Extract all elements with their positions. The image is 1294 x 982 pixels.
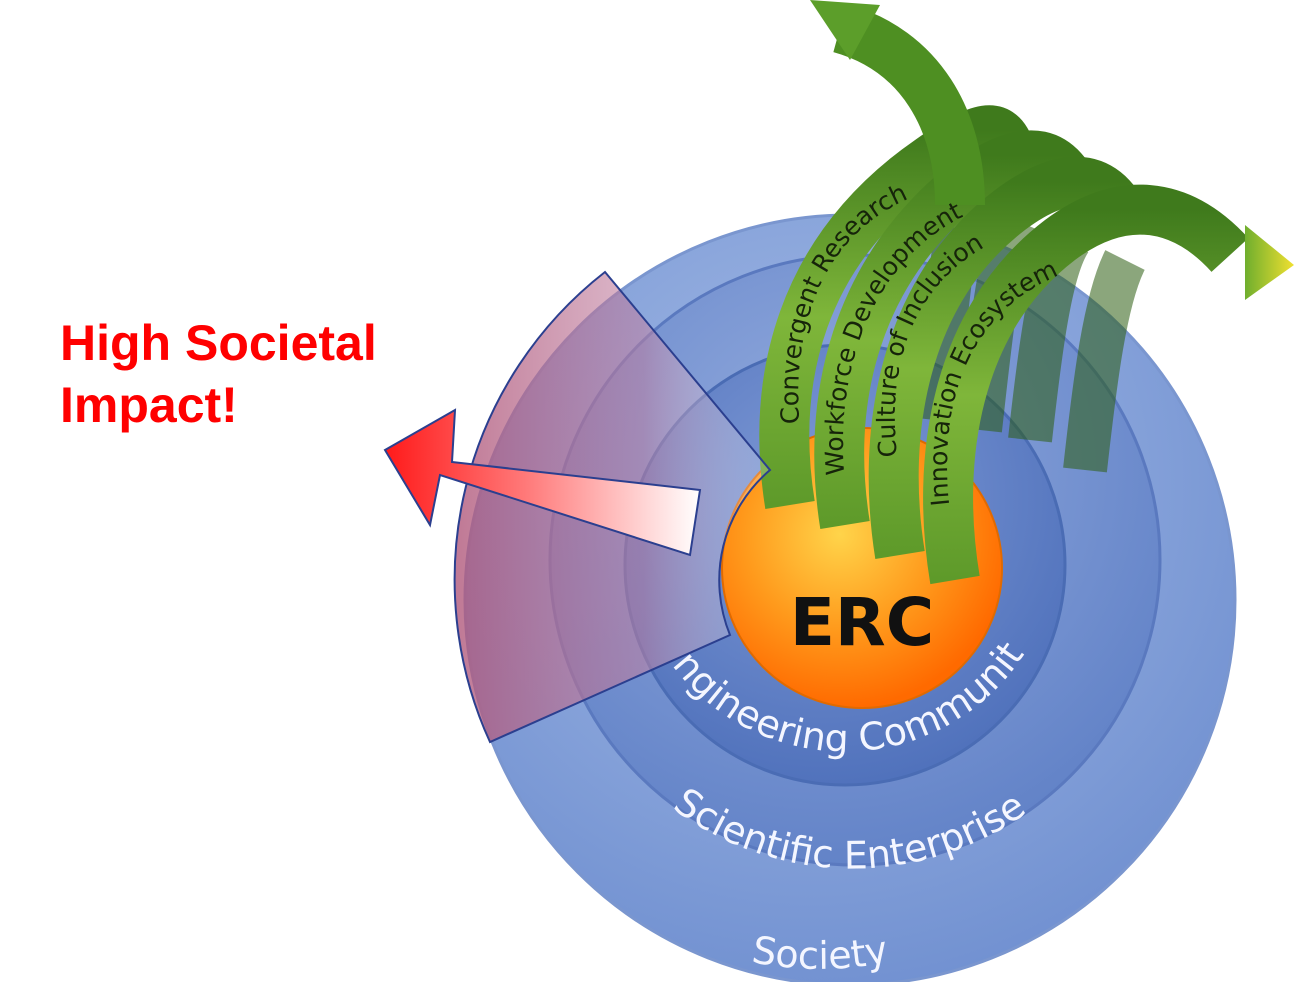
pillar-culture-of-inclusion-arrow (868, 156, 1154, 559)
top-arc-arrowhead (810, 0, 880, 60)
erc-core-label: ERC (790, 584, 934, 661)
pillar-workforce-development-arrow (814, 130, 1104, 529)
pillar-innovation-ecosystem-arrow (923, 184, 1249, 585)
right-arrowhead (1245, 225, 1294, 300)
pillar-convergent-research-arrow (759, 105, 1034, 509)
top-arc-arrow (832, 3, 985, 206)
ring-label-society: Society (749, 928, 891, 979)
headline: High Societal Impact! (60, 312, 377, 436)
headline-line-2: Impact! (60, 377, 238, 433)
headline-line-1: High Societal (60, 315, 377, 371)
pillar-arrows (759, 0, 1294, 585)
impact-arrow (383, 408, 702, 557)
